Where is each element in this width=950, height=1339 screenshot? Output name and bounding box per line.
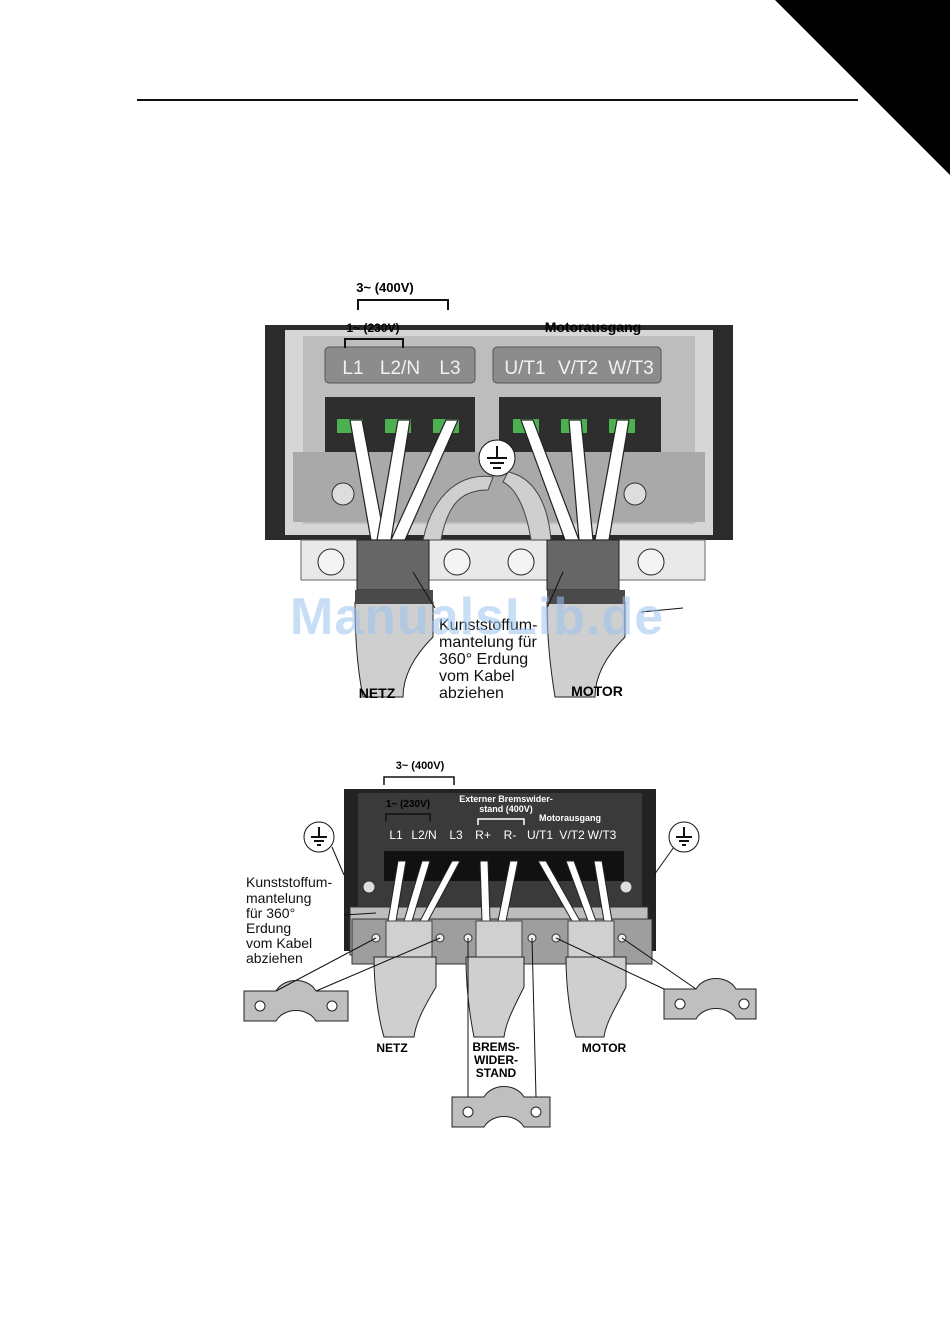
terminal-l2n: L2/N — [380, 358, 420, 379]
terminal-wt3: W/T3 — [608, 358, 653, 379]
voltage-1ph-label: 1~ (230V) — [386, 799, 430, 810]
terminal-vt2: V/T2 — [559, 828, 585, 842]
strip-note-line: vom Kabel — [246, 935, 312, 951]
voltage-3ph-label: 3~ (400V) — [396, 760, 445, 772]
terminal-l2n: L2/N — [411, 828, 436, 842]
wiring-figure-brake-resistor: 3~ (400V) 1~ (230V) Externer Bremswider-… — [224, 757, 765, 1145]
terminal-l3: L3 — [449, 828, 463, 842]
cable-clamp — [243, 980, 349, 1022]
label-brake-line: BREMS- — [472, 1040, 519, 1054]
brake-header-line: Externer Bremswider- — [459, 794, 553, 804]
terminal-ut1: U/T1 — [527, 828, 553, 842]
strip-note-line: mantelung — [246, 890, 311, 906]
cable-clamp — [663, 978, 757, 1020]
ground-icon — [478, 439, 516, 477]
terminal-vt2: V/T2 — [558, 358, 598, 379]
header-rule — [137, 99, 858, 101]
strip-note-line: abziehen — [439, 685, 504, 702]
watermark: ManualsLib.de — [290, 588, 665, 646]
wiring-figure-standard: 3~ (400V) 1~ (230V) Motorausgang L1 L2/N… — [263, 272, 735, 712]
terminal-l1: L1 — [342, 358, 363, 379]
ground-icon — [303, 821, 335, 853]
label-motor: MOTOR — [582, 1041, 627, 1055]
terminal-ut1: U/T1 — [504, 358, 545, 379]
strip-note-line: abziehen — [246, 950, 303, 966]
label-brake-line: WIDER- — [474, 1053, 518, 1067]
label-brake-line: STAND — [476, 1066, 517, 1080]
motor-output-label: Motorausgang — [539, 813, 601, 823]
strip-note-line: für 360° — [246, 905, 295, 921]
strip-note-line: vom Kabel — [439, 668, 515, 685]
motor-output-label: Motorausgang — [545, 319, 641, 335]
cable-clamp — [451, 1086, 551, 1128]
voltage-1ph-label: 1~ (230V) — [346, 321, 399, 335]
label-netz: NETZ — [376, 1041, 407, 1055]
strip-note-line: mantelung für — [439, 634, 538, 651]
terminal-r-plus: R+ — [475, 828, 491, 842]
terminal-r-minus: R- — [504, 828, 517, 842]
strip-note-line: Kunststoffum- — [246, 874, 332, 890]
strip-note-line: Erdung — [246, 920, 291, 936]
strip-note-line: 360° Erdung — [439, 651, 528, 668]
strip-note-line: Kunststoffum- — [439, 617, 537, 634]
terminal-wt3: W/T3 — [588, 828, 617, 842]
voltage-3ph-label: 3~ (400V) — [356, 280, 413, 295]
terminal-l1: L1 — [389, 828, 403, 842]
corner-tab — [775, 0, 950, 175]
label-netz: NETZ — [359, 685, 396, 701]
ground-icon — [668, 821, 700, 853]
terminal-l3: L3 — [439, 358, 460, 379]
label-motor: MOTOR — [571, 683, 623, 699]
brake-header-line: stand (400V) — [479, 804, 533, 814]
